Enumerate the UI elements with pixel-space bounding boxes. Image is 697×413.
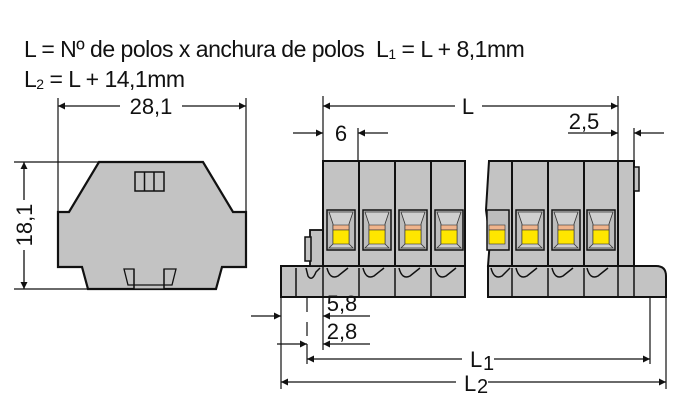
formula-l1-sub: 1 [388, 46, 396, 62]
side-height-label: 18,1 [12, 204, 37, 247]
l1-subscript: 1 [483, 353, 494, 375]
side-width-label: 28,1 [130, 94, 173, 119]
offset-2-8-label: 2,8 [327, 319, 358, 344]
front-view: L 6 2,5 5,8 2,8 L 1 L [251, 94, 667, 398]
formula-l2-prefix: L [24, 66, 37, 92]
l1-label: L [470, 347, 482, 372]
formula-line-1: L = Nº de polos x anchura de polos L1 = … [24, 36, 525, 63]
formula-line-2: L2 = L + 14,1mm [24, 66, 185, 93]
marker-slot [134, 171, 165, 192]
clamp-row [326, 209, 616, 251]
l2-subscript: 2 [477, 376, 488, 398]
formula-l1-rest: = L + 8,1mm [395, 36, 525, 62]
pole-width-label: 6 [335, 121, 347, 146]
l2-label: L [464, 371, 476, 396]
offset-5-8-label: 5,8 [327, 291, 358, 316]
length-l-label: L [462, 94, 474, 119]
end-offset-label: 2,5 [569, 109, 600, 134]
formula-l2-rest: = L + 14,1mm [43, 66, 185, 92]
formula-l2-sub: 2 [36, 76, 44, 92]
formula-l-definition: L = Nº de polos x anchura de polos [24, 36, 365, 62]
side-view: 28,1 18,1 [12, 94, 248, 291]
formula-l1-prefix: L [376, 36, 389, 62]
